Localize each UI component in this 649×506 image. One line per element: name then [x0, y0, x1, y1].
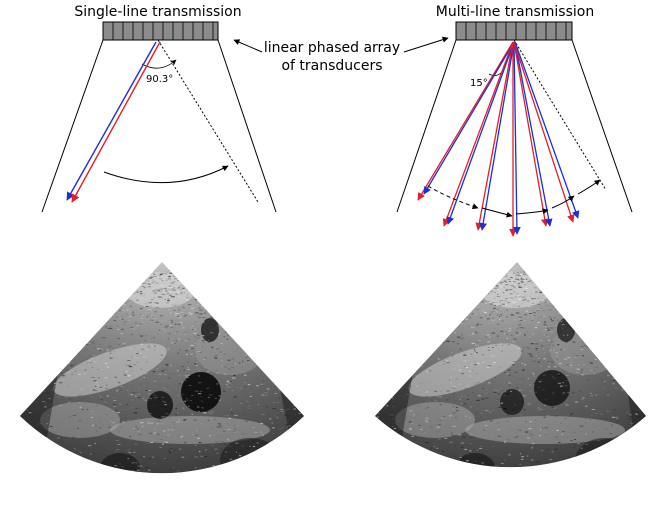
left-panel-title: Single-line transmission: [74, 4, 241, 20]
left-angle-label: 90.3°: [146, 74, 173, 85]
left-transmit-beam: [67, 42, 156, 200]
center-annotation: linear phased array of transducers: [234, 38, 448, 74]
pointer-arrow-right: [404, 38, 448, 52]
right-transducer-array: [456, 22, 572, 40]
right-ultrasound-image: [350, 255, 649, 506]
left-diagram: Single-line transmission 90.3°: [42, 4, 276, 212]
left-ultrasound-image: [0, 255, 330, 506]
left-sweep-arrow: [104, 166, 228, 183]
array-label-line1: linear phased array: [264, 40, 400, 56]
left-transducer-array: [103, 22, 218, 40]
left-receive-beam: [72, 42, 160, 202]
right-sweep-arrows: [428, 180, 600, 216]
pointer-arrow-left: [234, 40, 262, 52]
left-probe-outline: [42, 40, 276, 212]
right-diagram: Multi-line transmission 15°: [397, 4, 632, 236]
array-label-line2: of transducers: [281, 58, 382, 74]
right-panel-title: Multi-line transmission: [436, 4, 594, 20]
